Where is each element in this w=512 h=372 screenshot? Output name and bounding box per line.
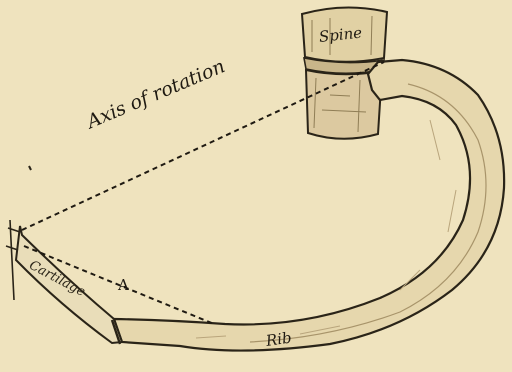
angle-a-label: A: [118, 276, 129, 294]
rib-label: Rib: [265, 329, 293, 350]
